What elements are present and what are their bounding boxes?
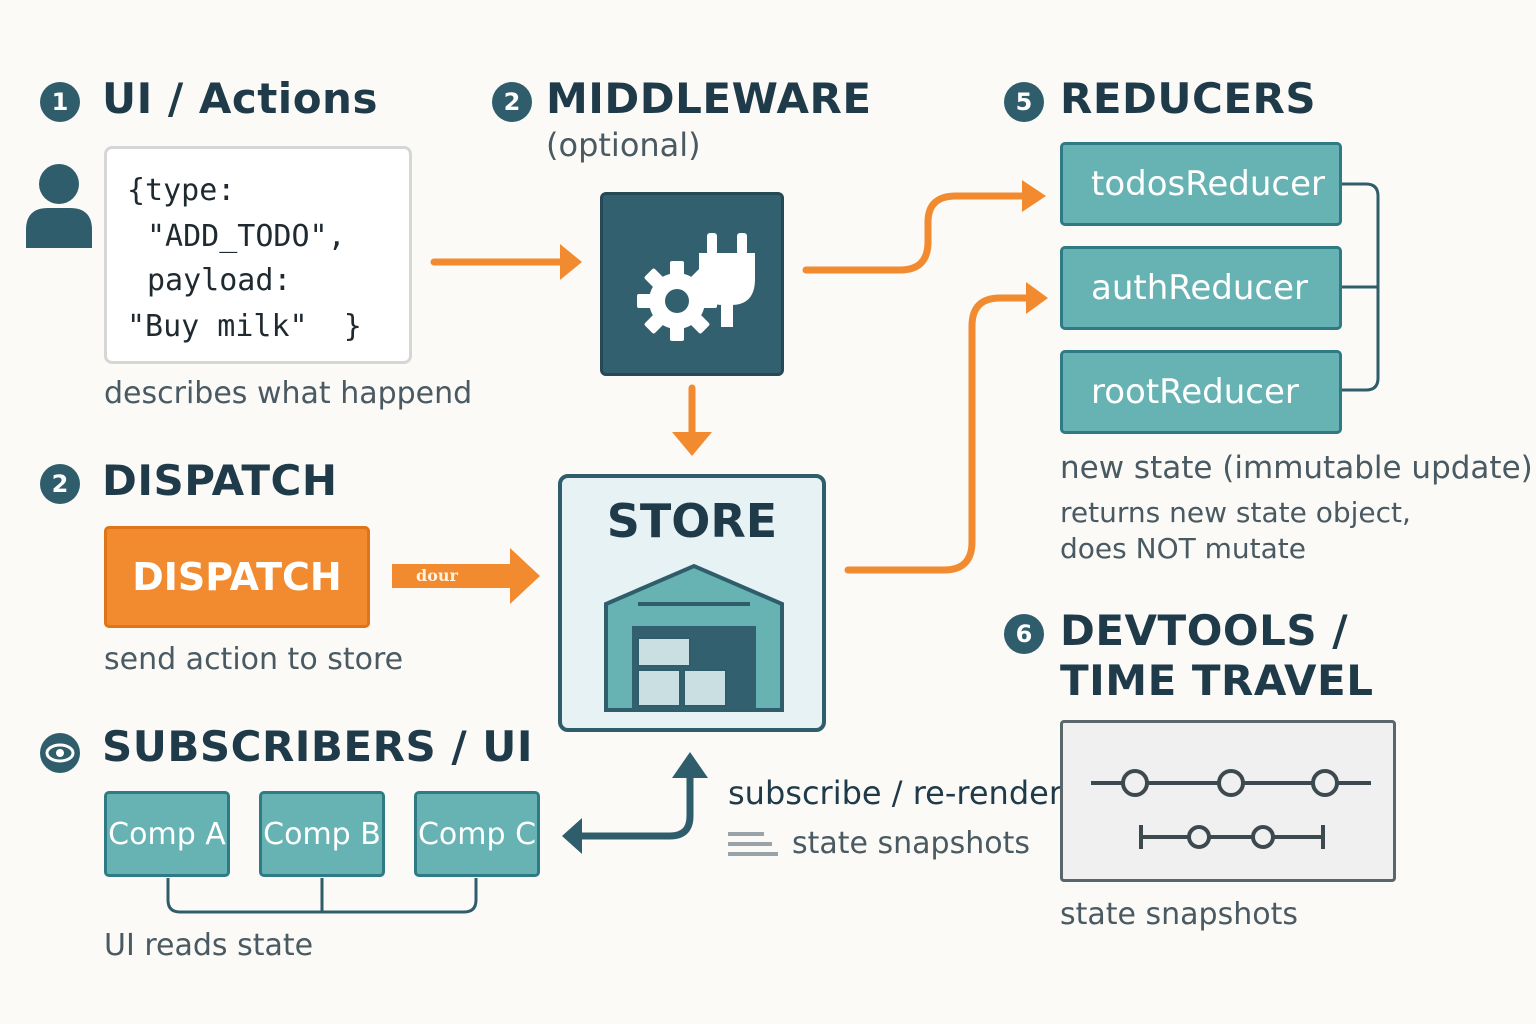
middleware-subtitle: (optional): [546, 126, 701, 164]
code-line-3: payload:: [147, 263, 292, 298]
gear-plug-icon: [637, 233, 755, 341]
dispatch-title: DISPATCH: [102, 456, 338, 505]
action-object-box: {type: "ADD_TODO", payload: "Buy milk" }: [104, 146, 412, 364]
snapshot-lines-icon: [728, 832, 778, 856]
step-badge-dispatch: 2: [40, 464, 80, 504]
warehouse-icon: [604, 563, 784, 712]
timeline-node: [1187, 825, 1211, 849]
arrow-store-to-subscribers: [578, 766, 694, 840]
step-badge-5: 5: [1004, 82, 1044, 122]
subscribers-bracket: [166, 878, 478, 914]
eye-icon: [40, 733, 80, 773]
store-title: STORE: [606, 494, 778, 548]
devtools-panel: [1060, 720, 1396, 882]
step-badge-1: 1: [40, 82, 80, 122]
dispatch-caption: send action to store: [104, 642, 404, 677]
reducers-caption-line1: returns new state object,: [1060, 496, 1411, 529]
code-line-2: "ADD_TODO",: [147, 219, 346, 254]
timeline-icon: [1091, 769, 1371, 849]
timeline-node: [1251, 825, 1275, 849]
step-badge-middleware: 2: [492, 82, 532, 122]
devtools-title-line2: TIME TRAVEL: [1060, 656, 1374, 705]
reducer-todos[interactable]: todosReducer: [1060, 142, 1342, 226]
component-c[interactable]: Comp C: [414, 791, 540, 877]
middleware-title: MIDDLEWARE: [546, 74, 872, 123]
store-box: STORE: [558, 474, 826, 732]
timeline-node: [1217, 769, 1245, 797]
middleware-box: [600, 192, 784, 376]
timeline-node: [1121, 769, 1149, 797]
state-snapshots-label: state snapshots: [792, 826, 1030, 861]
dispatch-button[interactable]: DISPATCH: [104, 526, 370, 628]
arrow-store-to-reducers: [844, 294, 1034, 574]
reducers-caption-line2: does NOT mutate: [1060, 532, 1306, 565]
devtools-title-line1: DEVTOOLS /: [1060, 606, 1349, 655]
devtools-caption: state snapshots: [1060, 897, 1298, 932]
timeline-node: [1311, 769, 1339, 797]
dispatch-arrow-label: dour: [416, 566, 458, 585]
subscribers-caption: UI reads state: [104, 928, 314, 963]
reducers-caption-main: new state (immutable update): [1060, 450, 1533, 486]
arrow-middleware-to-reducers: [802, 192, 1028, 274]
subscribe-label: subscribe / re-render: [728, 774, 1062, 812]
subscribers-title: SUBSCRIBERS / UI: [102, 722, 534, 771]
code-line-1: {type:: [127, 173, 236, 208]
step-badge-6: 6: [1004, 614, 1044, 654]
user-icon: [26, 164, 92, 248]
reducers-bracket: [1342, 182, 1380, 392]
reducer-root[interactable]: rootReducer: [1060, 350, 1342, 434]
reducers-title: REDUCERS: [1060, 74, 1317, 123]
reducer-auth[interactable]: authReducer: [1060, 246, 1342, 330]
ui-actions-caption: describes what happend: [104, 376, 473, 411]
code-line-4: "Buy milk" }: [127, 309, 362, 344]
ui-actions-title: UI / Actions: [102, 74, 378, 123]
component-a[interactable]: Comp A: [104, 791, 230, 877]
component-b[interactable]: Comp B: [259, 791, 385, 877]
